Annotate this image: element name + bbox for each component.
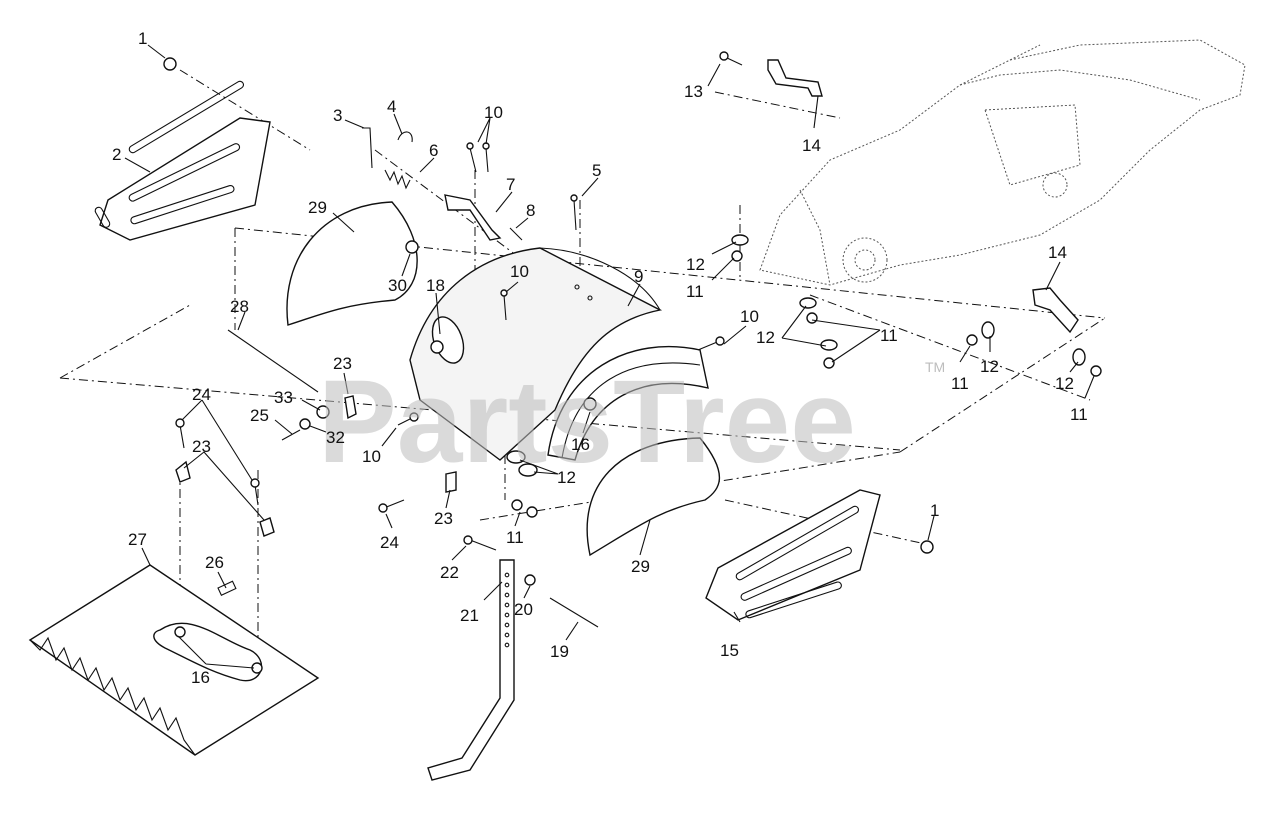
trademark-text: TM — [925, 359, 945, 375]
callout-5: 5 — [592, 161, 601, 180]
callout-24: 24 — [380, 533, 399, 552]
callout-24: 24 — [192, 385, 211, 404]
callout-9: 9 — [634, 267, 643, 286]
callout-1: 1 — [138, 29, 147, 48]
callout-11: 11 — [1070, 405, 1088, 424]
callout-12: 12 — [557, 468, 576, 487]
hardware — [163, 51, 1102, 628]
callout-10: 10 — [510, 262, 529, 281]
side-shield-left — [94, 80, 271, 241]
depth-stake-holes — [504, 572, 510, 648]
tine-guard-left — [286, 201, 419, 326]
callout-14: 14 — [1048, 243, 1067, 262]
watermark: PartsTree TM — [318, 356, 945, 488]
callout-19: 19 — [550, 642, 569, 661]
callout-2: 2 — [112, 145, 121, 164]
depth-stake — [427, 559, 515, 781]
callout-11: 11 — [951, 374, 969, 393]
callout-21: 21 — [460, 606, 479, 625]
callout-10: 10 — [740, 307, 759, 326]
callout-16: 16 — [191, 668, 210, 687]
callout-32: 32 — [326, 428, 345, 447]
callout-30: 30 — [388, 276, 407, 295]
callout-14: 14 — [802, 136, 821, 155]
callout-13: 13 — [684, 82, 703, 101]
callout-22: 22 — [440, 563, 459, 582]
callout-11: 11 — [506, 528, 524, 547]
callout-6: 6 — [429, 141, 438, 160]
callout-4: 4 — [387, 97, 396, 116]
drag-bar — [28, 564, 320, 756]
callouts: 1 2 3 4 10 6 5 7 8 29 30 18 10 9 28 23 3… — [112, 29, 1088, 687]
callout-23: 23 — [192, 437, 211, 456]
callout-27: 27 — [128, 530, 147, 549]
callout-29: 29 — [631, 557, 650, 576]
callout-10: 10 — [484, 103, 503, 122]
callout-12: 12 — [980, 357, 999, 376]
deflector-arc — [547, 346, 709, 461]
callout-10: 10 — [362, 447, 381, 466]
callout-8: 8 — [526, 201, 535, 220]
callout-28: 28 — [230, 297, 249, 316]
callout-23: 23 — [333, 354, 352, 373]
tine-guard-right — [586, 437, 721, 557]
tiller-body — [759, 39, 1246, 286]
callout-3: 3 — [333, 106, 342, 125]
side-shield-right — [705, 489, 881, 621]
callout-1: 1 — [930, 501, 939, 520]
watermark-text: PartsTree — [318, 356, 856, 488]
callout-33: 33 — [274, 388, 293, 407]
callout-12: 12 — [1055, 374, 1074, 393]
callout-12: 12 — [686, 255, 705, 274]
callout-11: 11 — [880, 326, 898, 345]
leader-lines — [124, 44, 1095, 669]
callout-20: 20 — [514, 600, 533, 619]
callout-7: 7 — [506, 175, 515, 194]
callout-16: 16 — [571, 435, 590, 454]
callout-11: 11 — [686, 282, 704, 301]
callout-15: 15 — [720, 641, 739, 660]
callout-29: 29 — [308, 198, 327, 217]
callout-26: 26 — [205, 553, 224, 572]
callout-25: 25 — [250, 406, 269, 425]
callout-23: 23 — [434, 509, 453, 528]
callout-18: 18 — [426, 276, 445, 295]
callout-12: 12 — [756, 328, 775, 347]
